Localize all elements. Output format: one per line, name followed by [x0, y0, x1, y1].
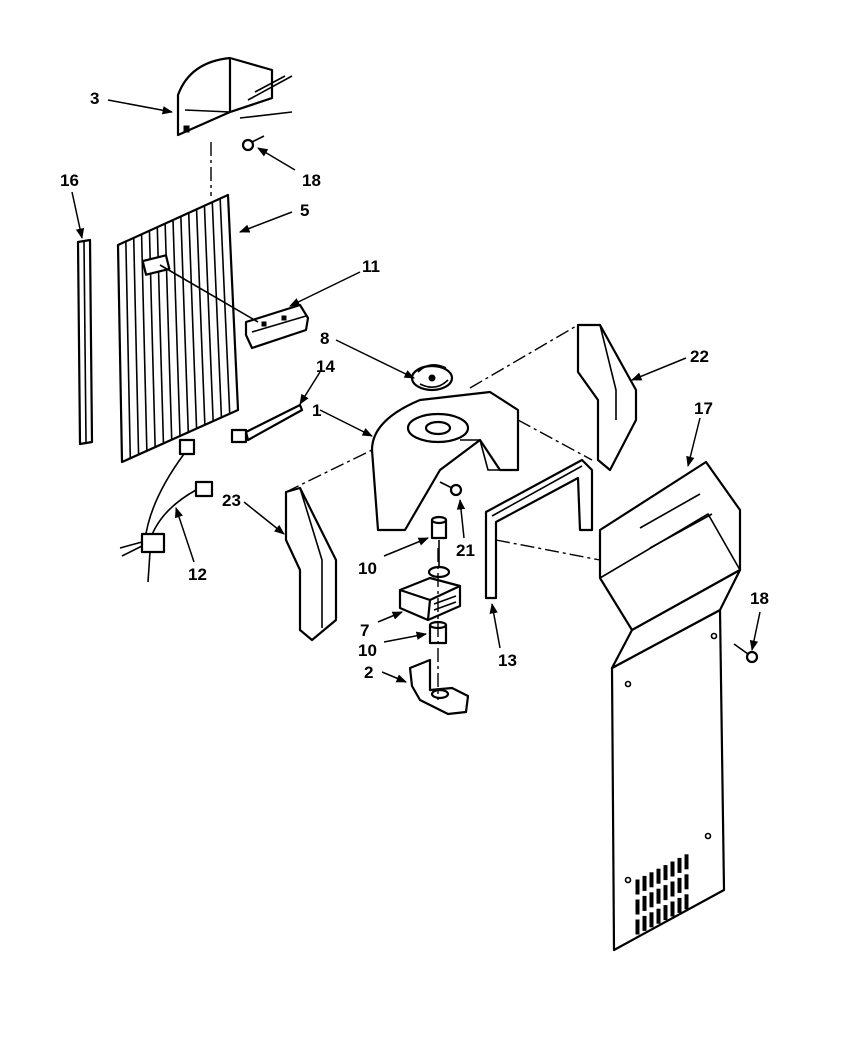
- callout-23: 23: [222, 491, 241, 510]
- part-11-bracket: [244, 303, 310, 350]
- part-10-grommet-upper: [430, 515, 448, 540]
- callout-14: 14: [316, 357, 335, 376]
- callout-10-lower: 10: [358, 641, 377, 660]
- callout-1: 1: [312, 401, 321, 420]
- callout-21: 21: [456, 541, 475, 560]
- callout-7: 7: [360, 621, 369, 640]
- part-1-fan-housing: [370, 390, 520, 532]
- part-21-screw: [439, 481, 463, 497]
- part-17-cover-panel: [598, 460, 742, 952]
- part-13-u-channel: [484, 458, 594, 600]
- callout-3: 3: [90, 89, 99, 108]
- callout-18-right: 18: [750, 589, 769, 608]
- callout-13: 13: [498, 651, 517, 670]
- callout-10-upper: 10: [358, 559, 377, 578]
- part-23-side-panel: [284, 486, 338, 642]
- part-18-screw-right: [733, 643, 759, 664]
- part-2-motor-bracket: [408, 658, 470, 716]
- callout-22: 22: [690, 347, 709, 366]
- callout-12: 12: [188, 565, 207, 584]
- callout-11: 11: [362, 257, 380, 276]
- part-5-grille: [116, 193, 240, 464]
- callout-5: 5: [300, 201, 309, 220]
- callout-16: 16: [60, 171, 79, 190]
- part-14-cable-tie: [230, 403, 304, 444]
- part-3-duct-cap: [176, 56, 293, 137]
- callout-8: 8: [320, 329, 329, 348]
- callout-labels: 3 18 16 5 11 8 22 14 1 17 23 12 21 10 13…: [60, 89, 769, 682]
- part-16-strip: [76, 238, 94, 446]
- part-22-side-panel: [576, 323, 638, 472]
- callout-leaders: [71, 99, 761, 683]
- callout-17: 17: [694, 399, 713, 418]
- part-12-wire-harness: [119, 438, 214, 583]
- callout-2: 2: [364, 663, 373, 682]
- callout-18-top: 18: [302, 171, 321, 190]
- part-8-fan-blade: [410, 364, 454, 392]
- part-7-fan-motor: [398, 540, 462, 622]
- part-18-screw-top: [241, 135, 265, 152]
